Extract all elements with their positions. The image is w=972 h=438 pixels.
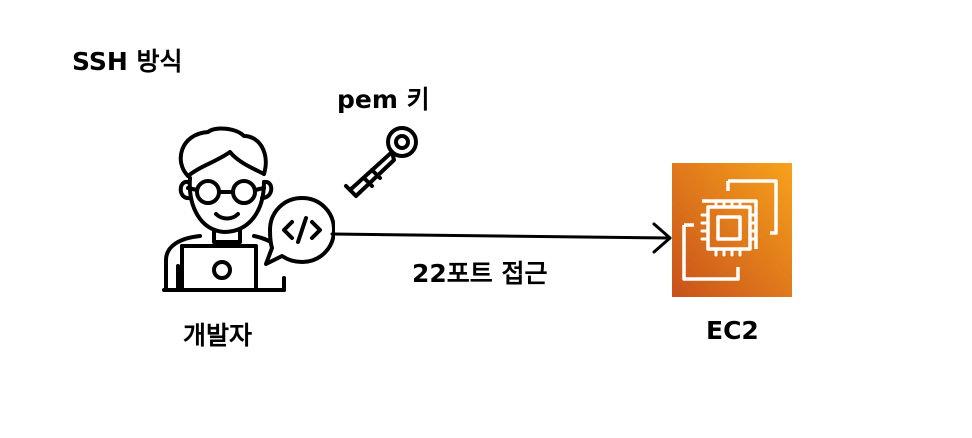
diagram-title: SSH 방식 <box>72 47 183 76</box>
developer-label: 개발자 <box>183 321 253 350</box>
port-access-label: 22포트 접근 <box>412 259 548 288</box>
pem-key-label: pem 키 <box>337 85 430 114</box>
aws-ec2-icon <box>672 163 792 297</box>
arrow-icon <box>330 222 672 254</box>
ec2-label: EC2 <box>706 316 759 345</box>
developer-icon <box>162 126 335 292</box>
key-icon <box>344 126 418 198</box>
